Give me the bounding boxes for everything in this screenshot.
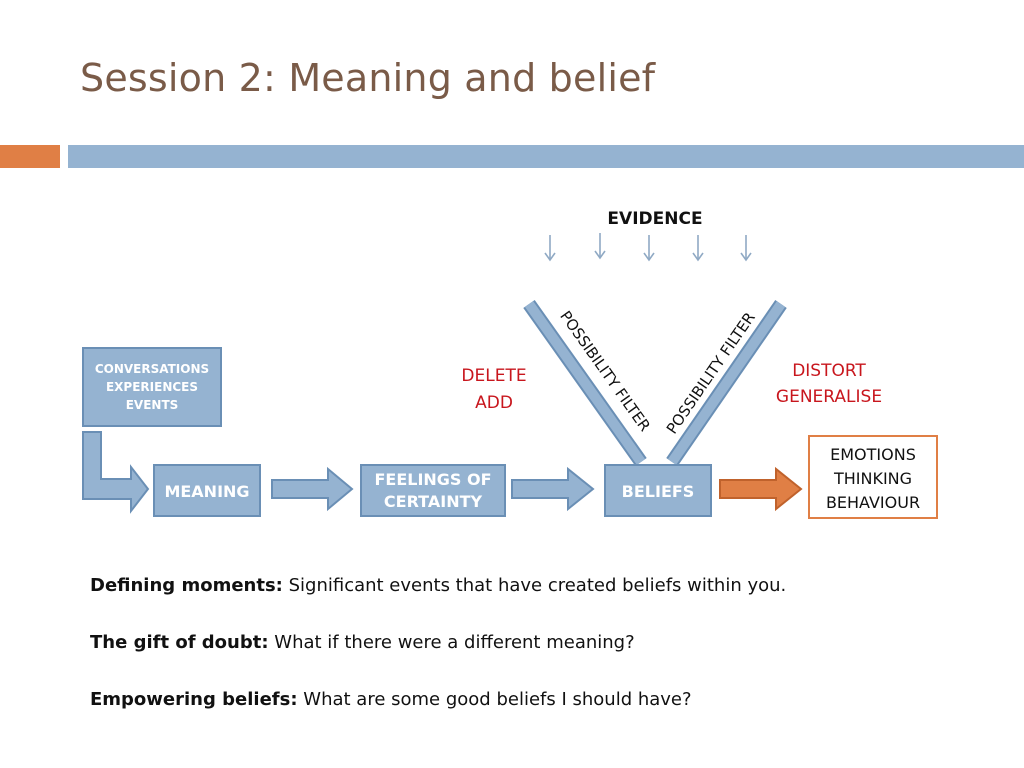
- slide-title: Session 2: Meaning and belief: [80, 56, 656, 100]
- evidence-arrow: [692, 235, 704, 262]
- evidence-arrow: [740, 235, 752, 262]
- right-filter-label: POSSIBILITY FILTER: [663, 309, 759, 437]
- evidence-arrow: [544, 235, 556, 262]
- note-label: The gift of doubt:: [90, 632, 269, 653]
- evidence-arrow: [643, 235, 655, 262]
- outcome-box: [808, 435, 938, 519]
- outcome-box-line-3: BEHAVIOUR: [826, 493, 920, 512]
- feelings-box: [360, 464, 506, 517]
- distort-label: DISTORT: [792, 361, 866, 381]
- arrow-meaning-feelings: [271, 466, 354, 512]
- evidence-label: EVIDENCE: [607, 209, 702, 229]
- meaning-box: [153, 464, 261, 517]
- evidence-arrow: [594, 233, 606, 260]
- notes-list: Defining moments: Significant events tha…: [90, 574, 990, 745]
- arrow-feelings-beliefs: [511, 466, 595, 512]
- bent-arrow: [82, 431, 150, 514]
- delete-label: DELETE: [461, 366, 526, 386]
- outcome-box-line-1: EMOTIONS: [830, 445, 916, 464]
- note-defining-moments: Defining moments: Significant events tha…: [90, 574, 990, 631]
- source-box: [82, 347, 222, 427]
- generalise-label: GENERALISE: [776, 387, 882, 407]
- outcome-box-line-2: THINKING: [833, 469, 912, 488]
- note-text: What are some good beliefs I should have…: [303, 689, 692, 710]
- feelings-box-line-2: CERTAINTY: [384, 492, 483, 511]
- meaning-box-label: MEANING: [164, 482, 249, 501]
- right-filter-bar: [667, 301, 786, 465]
- accent-bar-blue: [68, 145, 1024, 168]
- source-box-line-1: CONVERSATIONS: [95, 362, 209, 376]
- arrow-beliefs-outcome: [719, 466, 803, 512]
- note-label: Defining moments:: [90, 575, 283, 596]
- note-empowering-beliefs: Empowering beliefs: What are some good b…: [90, 688, 990, 745]
- note-gift-of-doubt: The gift of doubt: What if there were a …: [90, 631, 990, 688]
- accent-bar-orange: [0, 145, 60, 168]
- beliefs-box: [604, 464, 712, 517]
- left-filter-bar: [524, 301, 646, 465]
- note-text: What if there were a different meaning?: [274, 632, 635, 653]
- note-text: Significant events that have created bel…: [288, 575, 787, 596]
- beliefs-box-label: BELIEFS: [622, 482, 695, 501]
- add-label: ADD: [475, 393, 513, 413]
- evidence-arrows: [544, 233, 752, 262]
- note-label: Empowering beliefs:: [90, 689, 298, 710]
- source-box-line-2: EXPERIENCES: [106, 380, 198, 394]
- source-box-line-3: EVENTS: [126, 398, 179, 412]
- feelings-box-line-1: FEELINGS OF: [374, 470, 491, 489]
